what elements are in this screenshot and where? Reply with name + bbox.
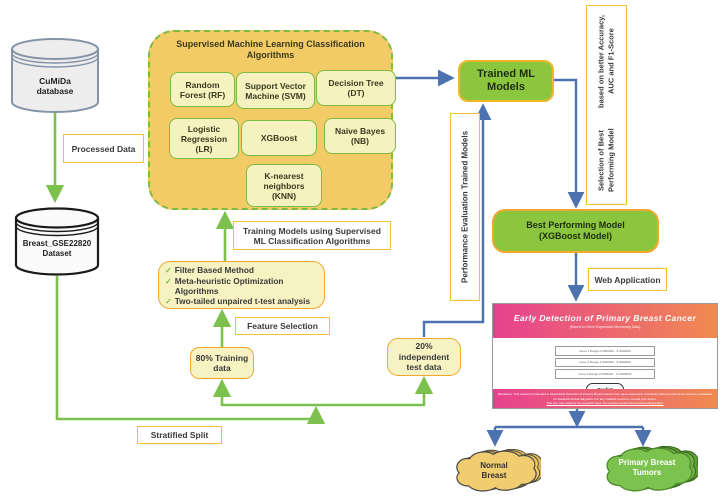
check-icon: ✓ (165, 297, 172, 306)
feature-method-item: ✓ Filter Based Method (165, 265, 254, 275)
processed-data-label: Processed Data (63, 134, 144, 163)
test-data-node: 20% independent test data (387, 338, 461, 376)
webapp-subtitle: (Based on Gene Expression Microarray Dat… (569, 325, 641, 329)
cumida-database-label: CuMiDa database (36, 76, 74, 96)
check-icon: ✓ (165, 266, 172, 275)
stratified-split-label: Stratified Split (137, 426, 222, 444)
breast-dataset-cylinder (14, 207, 100, 276)
arrow-dataset-to-split (55, 276, 326, 424)
algo-random-forest: Random Forest (RF) (170, 72, 235, 107)
supervised-title: Supervised Machine Learning Classificati… (176, 39, 365, 60)
webapp-input-field: Gene 1 Range 0.0000000 - 9.0000000 (555, 346, 655, 356)
algo-knn: K-nearest neighbors (KNN) (246, 164, 322, 207)
performance-evaluation-label: Performance Evaluation Trained Models (450, 113, 480, 301)
algo-xgboost: XGBoost (241, 120, 317, 156)
algo-naive-bayes: Naive Bayes (NB) (324, 118, 396, 154)
normal-breast-cloud (456, 449, 541, 492)
primary-tumors-label: Primary Breast Tumors (618, 458, 676, 477)
webapp-screenshot: Early Detection of Primary Breast Cancer… (492, 303, 718, 409)
web-application-label: Web Application (588, 268, 667, 291)
arrow-test-to-trained (422, 103, 492, 337)
training-models-label: Training Models using Supervised ML Clas… (233, 221, 391, 250)
algo-decision-tree: Decision Tree (DT) (316, 70, 396, 106)
feature-selection-label: Feature Selection (235, 317, 330, 335)
feature-method-item: ✓ Meta-heuristic Optimization Algorithms (165, 276, 284, 296)
feature-selection-methods-box: ✓ Filter Based Method ✓ Meta-heuristic O… (158, 261, 325, 309)
webapp-form: Gene 1 Range 0.0000000 - 9.0000000 Gene … (493, 344, 717, 396)
trained-ml-models-node: Trained ML Models (458, 60, 554, 102)
webapp-header: Early Detection of Primary Breast Cancer… (493, 304, 717, 338)
webapp-input-field: Gene 2 Range 4.0000000 - 9.0000000 (555, 357, 655, 367)
breast-dataset-label: Breast_GSE22820 Dataset (22, 239, 92, 258)
check-icon: ✓ (165, 277, 172, 286)
webapp-input-field: Gene 3 Range 3.0000000 - 11.0000000 (555, 369, 655, 379)
feature-method-item: ✓ Two-tailed unpaired t-test analysis (165, 296, 311, 306)
supervised-algorithms-container: Supervised Machine Learning Classificati… (148, 30, 396, 210)
algo-logistic-regression: Logistic Regression (LR) (169, 118, 239, 159)
normal-breast-label: Normal Breast (480, 461, 508, 480)
training-data-node: 80% Training data (190, 347, 254, 379)
webapp-footer: Disclaimer: This webtool is intended to … (493, 389, 717, 408)
webapp-title: Early Detection of Primary Breast Cancer (513, 313, 697, 323)
cumida-database-cylinder (11, 38, 99, 113)
arrow-trained-to-bestmodel (554, 78, 585, 209)
primary-tumors-cloud (606, 446, 698, 492)
algo-svm: Support Vector Machine (SVM) (236, 72, 315, 109)
model-selection-label: Selection of Best Performing Model based… (586, 5, 627, 205)
best-performing-model-node: Best Performing Model (XGBoost Model) (492, 209, 659, 253)
